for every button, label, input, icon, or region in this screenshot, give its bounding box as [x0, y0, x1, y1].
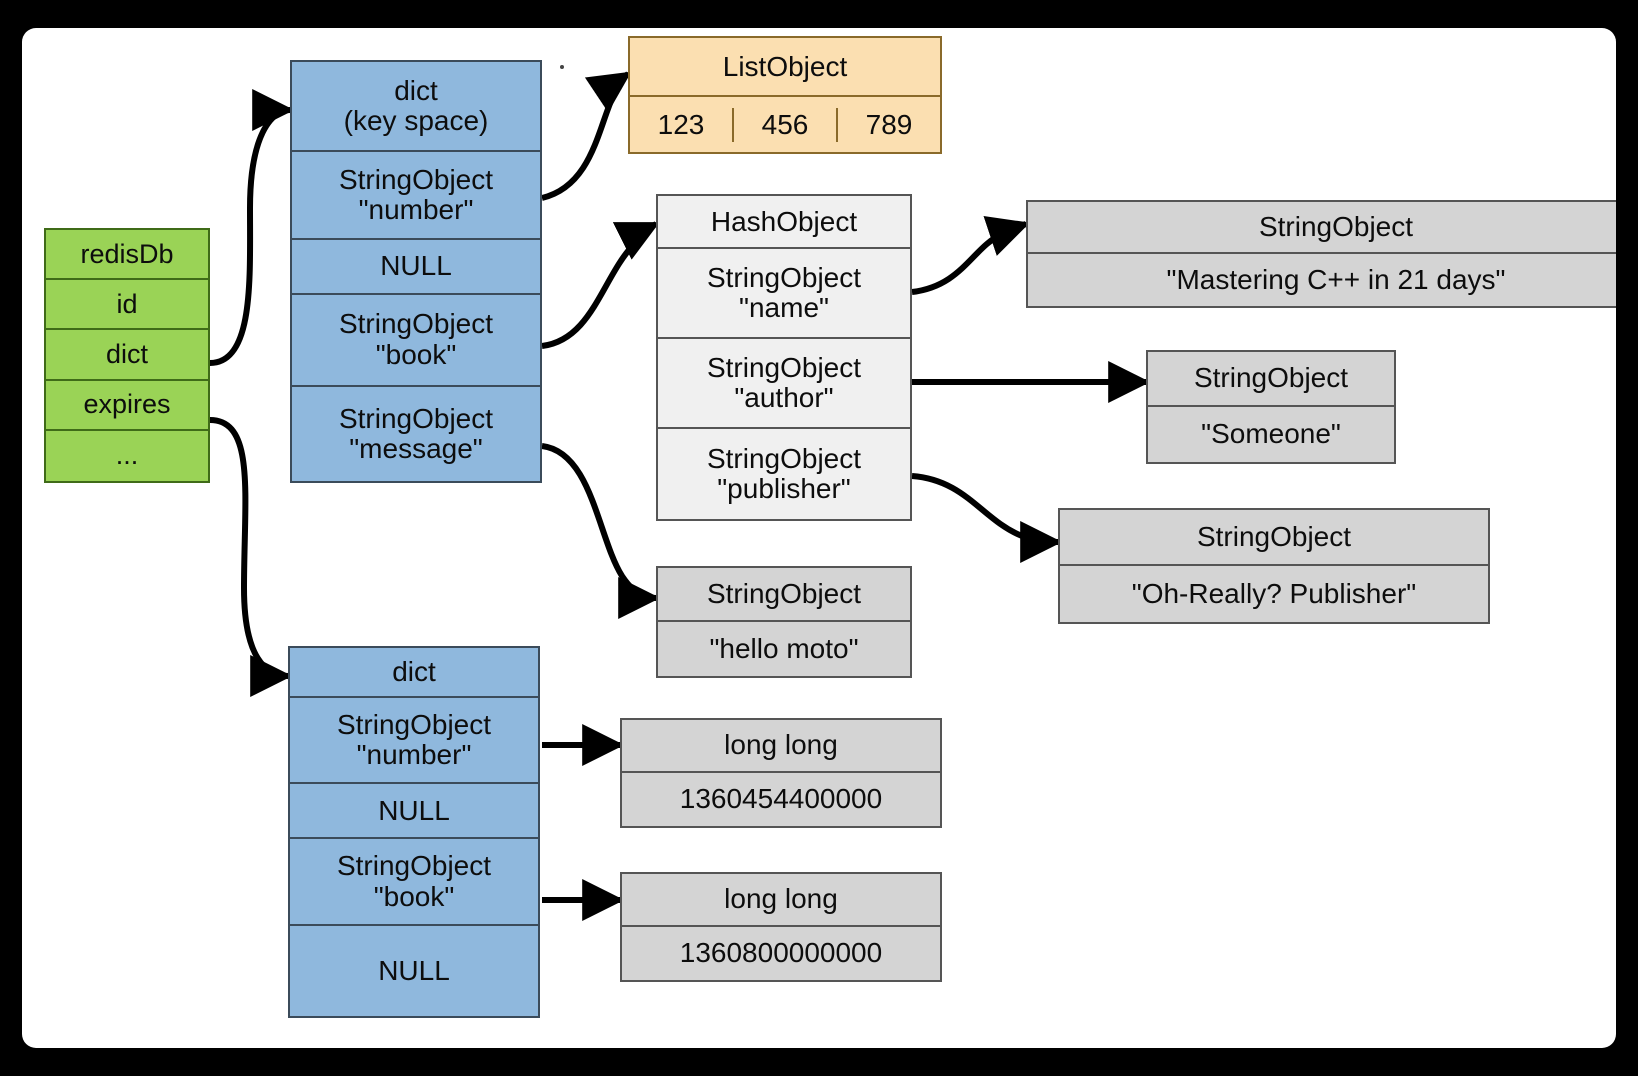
expiresdict-row-number[interactable]: StringObject "number"	[290, 697, 538, 785]
edge-number-to-listobject	[541, 71, 632, 201]
node-string-someone[interactable]: StringObject "Someone"	[1146, 350, 1396, 464]
redisdb-row-ellipsis: ...	[46, 430, 208, 481]
listobject-cell-2: 789	[838, 107, 940, 142]
node-keyspace-dict[interactable]: dict (key space) StringObject "number" N…	[290, 60, 542, 483]
string-publisher-header: StringObject	[1060, 510, 1488, 566]
keyspace-row-title: dict (key space)	[292, 62, 540, 153]
node-string-publisher[interactable]: StringObject "Oh-Really? Publisher"	[1058, 508, 1490, 624]
longlong-book-value: 1360800000000	[622, 927, 940, 980]
string-someone-value: "Someone"	[1148, 407, 1394, 462]
keyspace-row-book[interactable]: StringObject "book"	[292, 294, 540, 387]
edge-redisdb-expires-to-expiresdict	[209, 417, 293, 697]
keyspace-row-null: NULL	[292, 240, 540, 295]
edge-redisdb-dict-to-keyspace	[209, 89, 295, 366]
hashobject-header: HashObject	[658, 196, 910, 250]
edge-message-to-hellomoto	[541, 443, 661, 619]
redisdb-row-dict[interactable]: dict	[46, 330, 208, 381]
hashobject-row-author[interactable]: StringObject "author"	[658, 339, 910, 429]
keyspace-row-message[interactable]: StringObject "message"	[292, 386, 540, 481]
expiresdict-row-title: dict	[290, 648, 538, 698]
longlong-number-value: 1360454400000	[622, 773, 940, 826]
redisdb-row-title: redisDb	[46, 230, 208, 281]
expiresdict-row-book[interactable]: StringObject "book"	[290, 839, 538, 926]
string-publisher-value: "Oh-Really? Publisher"	[1060, 566, 1488, 622]
edge-book-to-hashobject	[541, 221, 660, 349]
hashobject-row-name[interactable]: StringObject "name"	[658, 249, 910, 340]
longlong-book-header: long long	[622, 874, 940, 927]
keyspace-row-number[interactable]: StringObject "number"	[292, 152, 540, 241]
string-someone-header: StringObject	[1148, 352, 1394, 407]
node-redisdb[interactable]: redisDb id dict expires ...	[44, 228, 210, 483]
string-hello-value: "hello moto"	[658, 622, 910, 676]
expiresdict-row-null-2: NULL	[290, 925, 538, 1016]
node-hash-object[interactable]: HashObject StringObject "name" StringObj…	[656, 194, 912, 521]
node-longlong-number[interactable]: long long 1360454400000	[620, 718, 942, 828]
string-hello-header: StringObject	[658, 568, 910, 622]
listobject-header: ListObject	[630, 38, 940, 98]
hashobject-row-publisher[interactable]: StringObject "publisher"	[658, 428, 910, 519]
listobject-cells: 123 456 789	[630, 97, 940, 152]
listobject-cell-0: 123	[630, 107, 734, 142]
string-mastering-value: "Mastering C++ in 21 days"	[1028, 254, 1616, 306]
node-list-object[interactable]: ListObject 123 456 789	[628, 36, 942, 154]
node-string-hello-moto[interactable]: StringObject "hello moto"	[656, 566, 912, 678]
expiresdict-row-null-1: NULL	[290, 784, 538, 840]
node-longlong-book[interactable]: long long 1360800000000	[620, 872, 942, 982]
longlong-number-header: long long	[622, 720, 940, 773]
edge-name-to-mastering	[911, 216, 1030, 295]
stray-dot	[560, 65, 564, 69]
redisdb-row-id: id	[46, 280, 208, 331]
string-mastering-header: StringObject	[1028, 202, 1616, 254]
edge-publisher-to-ohreally	[911, 473, 1063, 563]
node-string-mastering[interactable]: StringObject "Mastering C++ in 21 days"	[1026, 200, 1616, 308]
diagram-canvas: redisDb id dict expires ... dict (key sp…	[22, 28, 1616, 1048]
listobject-cell-1: 456	[734, 107, 838, 142]
node-expires-dict[interactable]: dict StringObject "number" NULL StringOb…	[288, 646, 540, 1018]
redisdb-row-expires[interactable]: expires	[46, 380, 208, 431]
